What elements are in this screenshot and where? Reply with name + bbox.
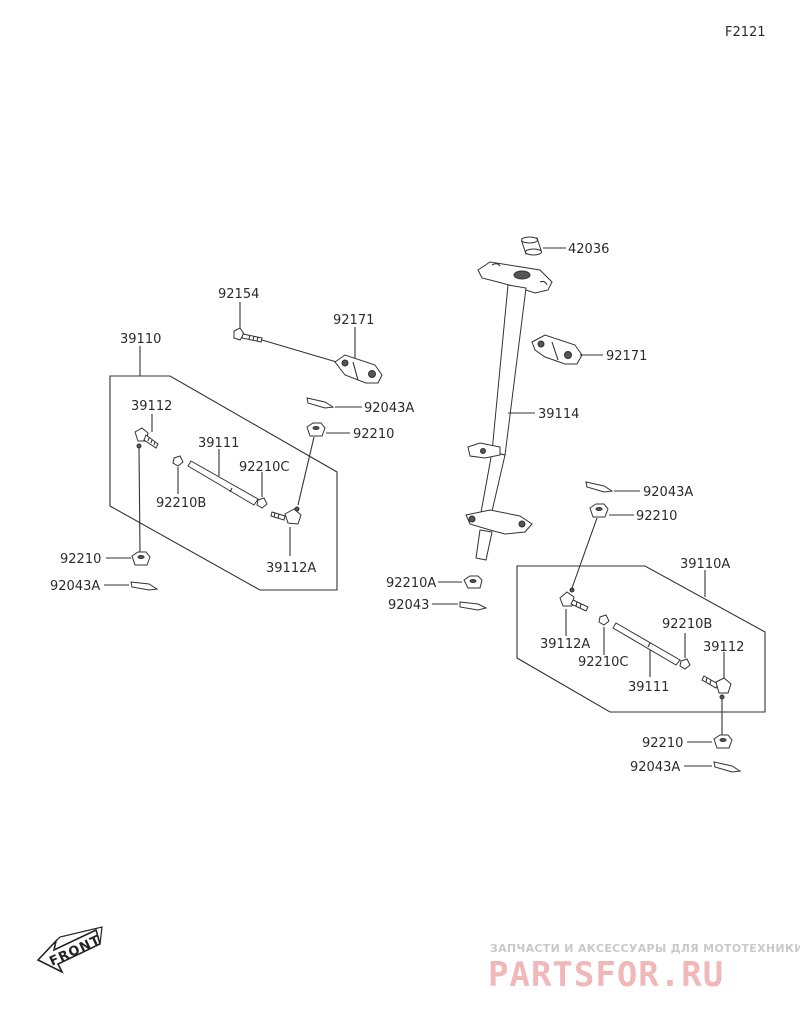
label-39112A-left: 39112A — [266, 561, 316, 576]
locknut-92210C-left — [256, 497, 268, 509]
label-39112A-right: 39112A — [540, 637, 590, 652]
label-92043A-upper-left: 92043A — [364, 401, 414, 416]
label-39112-right: 39112 — [703, 640, 744, 655]
watermark: ЗАПЧАСТИ И АКСЕССУАРЫ ДЛЯ МОТОТЕХНИКИ PA… — [488, 942, 800, 995]
label-92210C-right: 92210C — [578, 655, 628, 670]
clamp-92171-right — [531, 334, 583, 365]
label-92210-lower-left: 92210 — [60, 552, 101, 567]
cotter-pin-92043A-lower-right — [713, 761, 742, 773]
label-39110A: 39110A — [680, 557, 730, 572]
label-39111-right: 39111 — [628, 680, 669, 695]
label-92171-left: 92171 — [333, 313, 374, 328]
label-92210-upper-right: 92210 — [636, 509, 677, 524]
bolt-92154 — [233, 327, 263, 343]
front-label: FRONT — [47, 933, 103, 970]
label-92210-lower-right: 92210 — [642, 736, 683, 751]
cotter-pin-92043A-right — [585, 481, 614, 493]
label-92043: 92043 — [388, 598, 429, 613]
label-92043A-lower-left: 92043A — [50, 579, 100, 594]
tie-rod-end-39112-left — [134, 427, 159, 449]
tie-rod-39111-right — [612, 622, 681, 666]
label-92043A-lower-right: 92043A — [630, 760, 680, 775]
label-92210-upper-left: 92210 — [353, 427, 394, 442]
locknut-92210C-right — [598, 614, 610, 626]
front-direction-arrow-icon: FRONT — [36, 926, 103, 974]
tie-rod-end-39112-right — [701, 675, 732, 700]
label-92154: 92154 — [218, 287, 259, 302]
label-92210A: 92210A — [386, 576, 436, 591]
watermark-logo: PARTSFOR.RU — [488, 955, 724, 995]
label-39110: 39110 — [120, 332, 161, 347]
nut-92210-lower-left — [131, 551, 151, 566]
label-92210C-left: 92210C — [239, 460, 289, 475]
locknut-92210B-right — [679, 658, 691, 670]
watermark-line1: ЗАПЧАСТИ И АКСЕССУАРЫ ДЛЯ МОТОТЕХНИКИ — [490, 942, 800, 955]
cotter-pin-92043 — [459, 601, 488, 611]
tie-rod-39111-left — [187, 460, 259, 506]
label-39112-left: 39112 — [131, 399, 172, 414]
label-92171-right: 92171 — [606, 349, 647, 364]
cotter-pin-92043A-lower-left — [130, 581, 159, 591]
label-92043A-right: 92043A — [643, 485, 693, 500]
locknut-92210B-left — [172, 455, 184, 467]
label-92210B-right: 92210B — [662, 617, 712, 632]
label-92210B-left: 92210B — [156, 496, 206, 511]
nut-92210A — [463, 575, 483, 589]
nut-92210-lower-right — [713, 734, 733, 749]
label-42036: 42036 — [568, 242, 609, 257]
steering-shaft-39114 — [465, 261, 553, 561]
clamp-92171-left — [334, 354, 383, 384]
cotter-pin-92043A-upper-left — [306, 397, 335, 409]
nut-92210-upper-right — [589, 503, 609, 518]
label-39114: 39114 — [538, 407, 579, 422]
tie-rod-assembly-39110 — [109, 375, 338, 591]
tie-rod-end-39112A-right — [559, 587, 589, 612]
tie-rod-end-39112A-left — [270, 506, 302, 525]
label-39111-left: 39111 — [198, 436, 239, 451]
figure-code: F2121 — [725, 25, 766, 40]
bushing-42036 — [521, 236, 542, 256]
nut-92210-upper-left — [306, 422, 326, 437]
tie-rod-assembly-39110A — [516, 565, 766, 713]
